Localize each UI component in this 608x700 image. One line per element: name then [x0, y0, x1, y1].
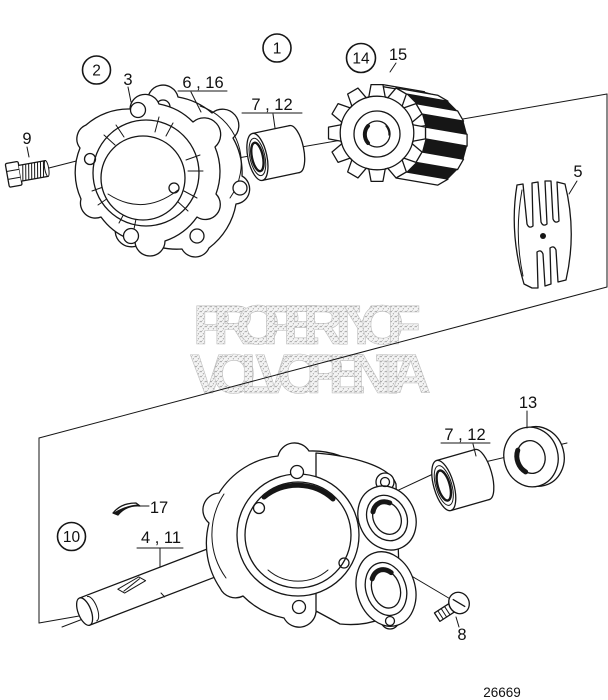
callout-15-label[interactable]: 15 — [389, 46, 407, 64]
callout-7-12-bottom-label[interactable]: 7 , 12 — [444, 426, 485, 444]
leader-5 — [568, 180, 578, 195]
callout-8-label[interactable]: 8 — [457, 626, 466, 644]
leader-3 — [127, 86, 132, 103]
callout-6-16-label[interactable]: 6 , 16 — [182, 74, 223, 92]
callout-10-label: 10 — [63, 529, 81, 546]
cam-plate-drawing — [513, 180, 572, 289]
callouts: 1 2 14 10 3 9 6 , 16 7 , 12 15 5 13 7 , … — [22, 33, 583, 644]
key-drawing — [112, 502, 141, 516]
bushing-upper-drawing — [246, 124, 306, 182]
callout-1-label: 1 — [273, 41, 282, 58]
callout-17-label[interactable]: 17 — [150, 499, 168, 517]
impeller-drawing — [327, 83, 468, 186]
drawing-number: 26669 — [483, 685, 521, 700]
callout-leaders — [26, 62, 578, 628]
callout-9-label[interactable]: 9 — [22, 130, 31, 148]
hex-bolt-drawing — [4, 159, 50, 188]
watermark-line-2: VOLVO PENTA — [190, 342, 431, 405]
watermark: PROPERTY OF VOLVO PENTA — [190, 293, 432, 406]
drain-screw-drawing — [433, 591, 470, 623]
pump-cover-drawing — [74, 93, 222, 257]
callout-1[interactable]: 1 — [262, 33, 292, 63]
pump-housing-drawing — [202, 442, 417, 630]
leader-4-11 — [136, 547, 184, 568]
callout-3-label[interactable]: 3 — [123, 71, 132, 89]
callout-14-label: 14 — [352, 51, 370, 68]
leader-7-12-top — [241, 112, 303, 129]
callout-2[interactable]: 2 — [81, 55, 112, 85]
leader-6-16 — [177, 90, 228, 113]
bushing-lower-drawing — [431, 448, 495, 512]
callout-10[interactable]: 10 — [56, 521, 87, 552]
seal-ring-drawing — [503, 425, 565, 488]
callout-14[interactable]: 14 — [345, 42, 377, 74]
watermark-line-1: PROPERTY OF — [193, 293, 421, 356]
callout-2-label: 2 — [92, 63, 101, 80]
leader-7-12-bottom — [440, 442, 491, 457]
leader-8 — [455, 616, 460, 628]
callout-4-11-label[interactable]: 4 , 11 — [141, 529, 181, 547]
callout-13-label[interactable]: 13 — [519, 394, 537, 412]
plane-edge-diagonal — [38, 286, 608, 439]
leader-15 — [389, 62, 397, 73]
callout-5-label[interactable]: 5 — [573, 163, 582, 181]
callout-7-12-top-label[interactable]: 7 , 12 — [251, 96, 292, 114]
leader-9 — [26, 146, 30, 158]
